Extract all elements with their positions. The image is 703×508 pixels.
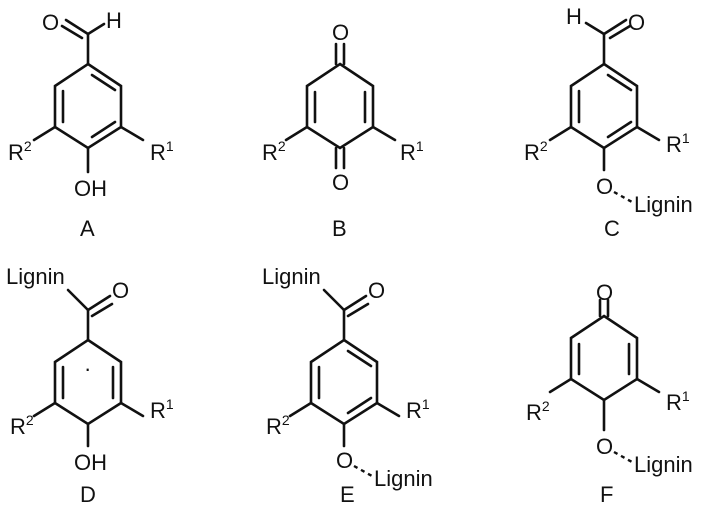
structure-e-o-ether-label: O: [336, 448, 353, 473]
structure-f-r1-label: R1: [666, 388, 690, 415]
structure-e-o-label: O: [368, 278, 385, 303]
structure-a-o-label: O: [42, 10, 59, 35]
structure-f-o-label: O: [596, 280, 613, 305]
structure-e-caption: E: [340, 482, 355, 507]
structure-e-r1-label: R1: [406, 396, 430, 423]
structure-d-lignin-label: Lignin: [6, 264, 65, 289]
structure-b-r1-label: R1: [400, 138, 424, 165]
structure-a-r2-label: R2: [8, 138, 32, 165]
structure-f: O R2 R1 O Lignin F: [526, 280, 693, 507]
structure-a: O H R2 R1 OH A: [8, 8, 174, 241]
structure-e: Lignin O R2 R1 O Lignin E: [262, 264, 433, 507]
structure-c-r2-label: R2: [524, 138, 548, 165]
structure-d-o-label: O: [112, 278, 129, 303]
structure-b-bottom-o-label: O: [332, 170, 349, 195]
structure-a-oh-label: OH: [74, 176, 107, 201]
structure-c: H O R2 R1 O Lignin C: [524, 4, 693, 241]
structure-d-radical-dot: ·: [84, 356, 91, 381]
structure-e-lignin-bottom-label: Lignin: [374, 466, 433, 491]
structure-a-r1-label: R1: [150, 138, 174, 165]
structure-b-top-o-label: O: [332, 20, 349, 45]
structure-f-lignin-label: Lignin: [634, 452, 693, 477]
structure-d-r2-label: R2: [10, 412, 34, 439]
structure-d: · Lignin O R2 R1 OH D: [6, 264, 174, 507]
structure-c-h-label: H: [566, 4, 582, 29]
structure-c-caption: C: [604, 216, 620, 241]
structure-f-caption: F: [600, 482, 613, 507]
structure-c-r1-label: R1: [666, 130, 690, 157]
structure-d-oh-label: OH: [74, 450, 107, 475]
structure-e-r2-label: R2: [266, 412, 290, 439]
structure-b: O O R2 R1 B: [262, 20, 424, 241]
structure-e-lignin-top-label: Lignin: [262, 264, 321, 289]
structure-b-r2-label: R2: [262, 138, 286, 165]
structure-c-lignin-label: Lignin: [634, 192, 693, 217]
structure-c-o-ether-label: O: [596, 174, 613, 199]
structure-a-caption: A: [80, 216, 95, 241]
structure-d-caption: D: [80, 482, 96, 507]
structure-b-caption: B: [332, 216, 347, 241]
structure-f-o-ether-label: O: [596, 434, 613, 459]
structure-a-h-label: H: [106, 8, 122, 33]
structure-d-r1-label: R1: [150, 396, 174, 423]
structure-c-o-label: O: [628, 10, 645, 35]
structure-f-r2-label: R2: [526, 398, 550, 425]
